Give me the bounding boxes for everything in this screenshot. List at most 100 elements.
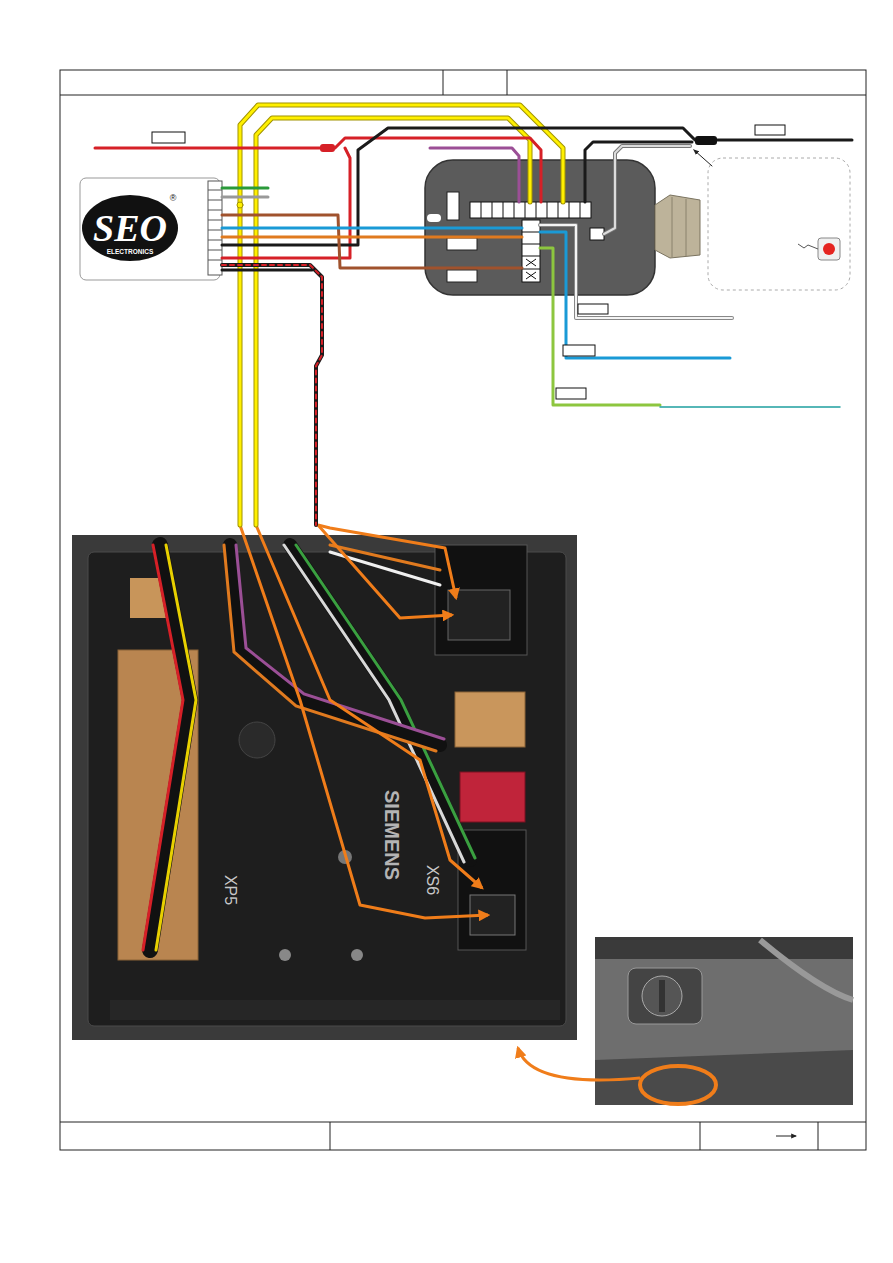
heater-unit: [526, 259, 536, 266]
module-photo: [240, 525, 488, 918]
module-photo: [351, 949, 363, 961]
heater-unit: [522, 244, 540, 245]
control-unit: [208, 210, 222, 211]
wire: [715, 139, 852, 142]
heater-unit: [447, 270, 477, 282]
heater-unit: [526, 272, 536, 279]
wire: [222, 148, 350, 258]
page-frame: [507, 70, 508, 95]
heater-unit: [503, 202, 504, 218]
wire: [240, 105, 563, 525]
wire: [240, 105, 563, 525]
heater-unit: [447, 192, 459, 220]
control-unit: [80, 178, 220, 280]
dashboard-photo: [640, 1066, 716, 1104]
heater-unit: [522, 256, 540, 257]
connector-name: XS6: [424, 865, 440, 895]
module-photo: [72, 525, 577, 1040]
heater-unit: [526, 272, 536, 279]
heater-unit: [526, 259, 536, 266]
connector-name: XP5: [222, 875, 238, 905]
module-photo: [230, 545, 440, 745]
control-unit: [208, 190, 222, 260]
dashboard-photo: [760, 940, 853, 1000]
heater-unit: [547, 202, 548, 218]
wire: [95, 147, 320, 150]
dashboard-photo: [518, 937, 853, 1105]
heater-unit: [655, 195, 700, 258]
module-photo: [143, 545, 183, 950]
control-unit: [208, 190, 222, 191]
heater-unit: [686, 199, 687, 256]
wire: [540, 225, 732, 318]
dashboard-photo: [595, 937, 853, 959]
wire-tag: [578, 304, 608, 314]
control-unit: [82, 195, 178, 261]
control-unit: [208, 181, 222, 275]
heater-unit: [558, 202, 559, 218]
heater-unit: [580, 202, 581, 218]
registered-mark: ®: [170, 194, 177, 203]
module-photo: [239, 722, 275, 758]
wire: [695, 136, 717, 145]
wire-tag: [755, 125, 785, 135]
heater-unit: [522, 220, 540, 282]
control-unit: [208, 200, 222, 201]
wire: [585, 142, 692, 202]
wire: [540, 232, 730, 358]
remote-box: [823, 243, 835, 255]
wire: [660, 406, 840, 408]
page-frame: [443, 70, 444, 95]
module-photo: [143, 545, 475, 950]
wire-tag: [152, 132, 185, 143]
module-photo: [224, 545, 436, 751]
module-photo: [460, 772, 525, 822]
wire: [430, 148, 519, 202]
page-frame: [776, 1136, 796, 1137]
heater-unit: [427, 214, 441, 222]
module-photo: [279, 949, 291, 961]
module-photo: [150, 545, 190, 950]
wire: [320, 144, 335, 152]
page-frame: [330, 1122, 331, 1150]
wire: [604, 146, 690, 234]
remote-box: [708, 158, 850, 290]
module-photo: [110, 1000, 560, 1020]
wire: [540, 225, 732, 318]
wire: [222, 269, 312, 272]
control-unit: [208, 220, 222, 221]
wire: [222, 227, 522, 230]
control-unit: [208, 250, 222, 251]
control-unit: [80, 178, 222, 280]
page-frame: [60, 1122, 866, 1123]
heater-unit: [481, 202, 482, 218]
wire: [540, 248, 660, 405]
wire: [222, 265, 322, 525]
wire: [335, 138, 541, 202]
module-photo: [318, 525, 452, 618]
wire: [604, 146, 690, 234]
module-photo: [256, 525, 482, 888]
heater-unit: [525, 202, 526, 218]
brand-marking: SIEMENS: [382, 790, 402, 880]
dashboard-photo: [642, 976, 682, 1016]
wire-tag: [556, 388, 586, 399]
page-frame: [818, 1122, 819, 1150]
wire-tag: [152, 125, 785, 399]
wire: [222, 265, 322, 525]
heater-unit: [514, 202, 515, 218]
wire: [237, 202, 243, 208]
remote-box: [798, 244, 818, 249]
dashboard-photo: [518, 1048, 640, 1080]
remote-box: [708, 158, 850, 290]
heater-unit: [569, 202, 570, 218]
module-photo: [455, 692, 525, 747]
wire: [222, 215, 522, 268]
logo-subtext: ELECTRONICS: [107, 249, 154, 256]
wire-tag: [563, 345, 595, 356]
control-unit: [208, 260, 222, 261]
heater-unit: [492, 202, 493, 218]
wire: [222, 128, 695, 245]
module-photo: [236, 545, 444, 739]
